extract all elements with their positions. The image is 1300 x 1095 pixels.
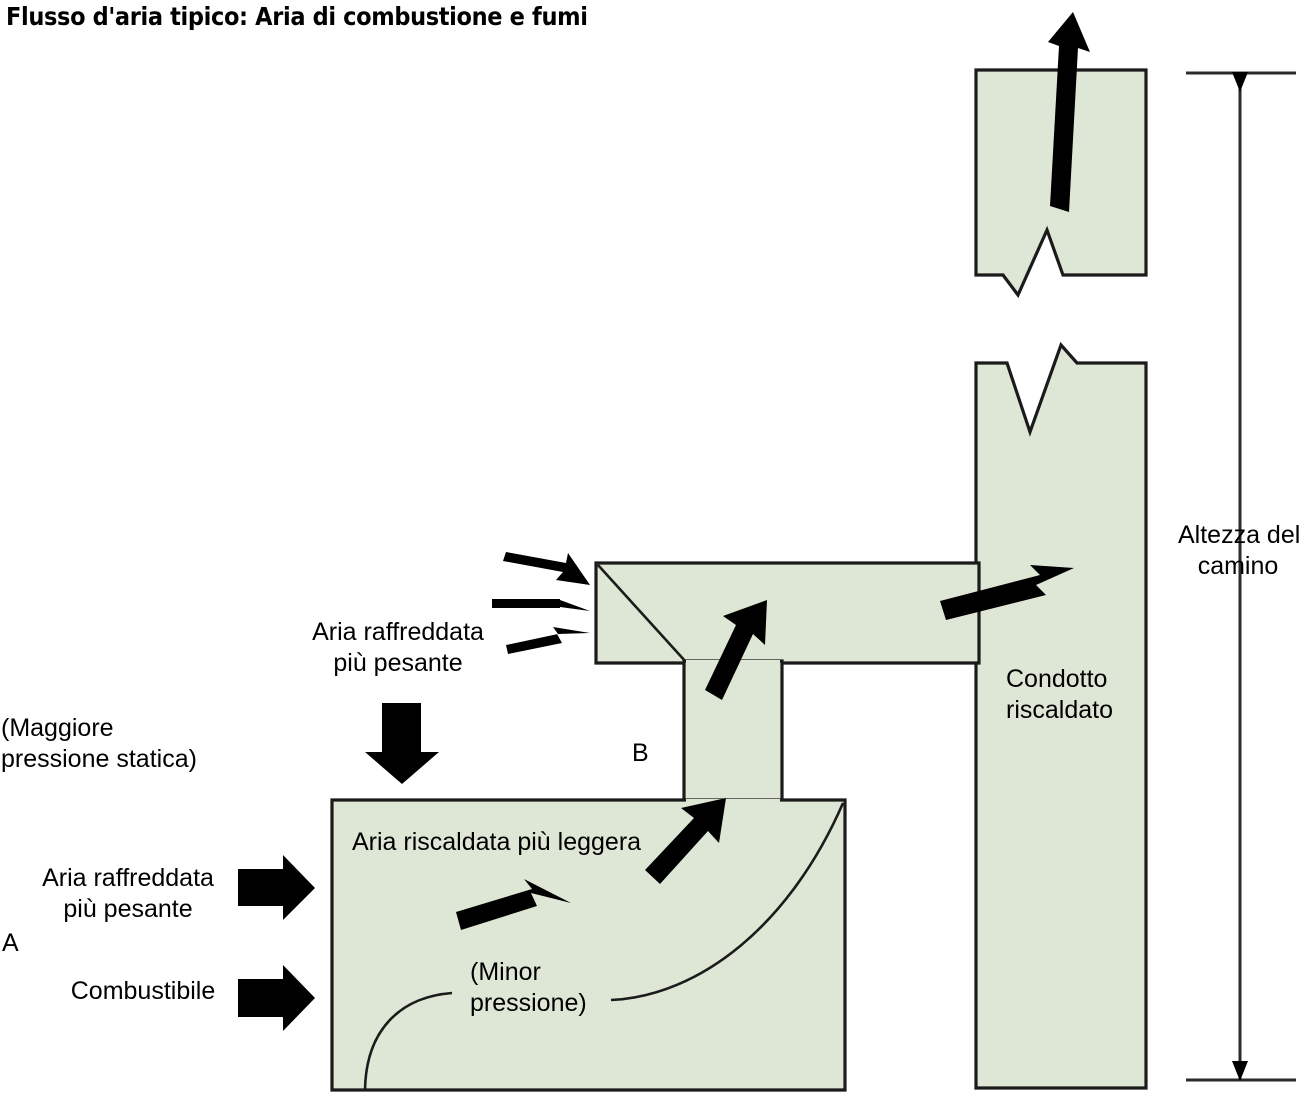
cooled-air-inlet-arrow-middle — [492, 599, 590, 611]
label-heated-duct: Condotto riscaldato — [1006, 665, 1113, 724]
label-fuel: Combustibile — [70, 977, 216, 1005]
dimension-arrowhead-bottom — [1232, 1061, 1248, 1081]
cooled-air-downdraft-arrow — [365, 703, 439, 784]
label-higher-static-pressure: (Maggiore pressione statica) — [1, 714, 197, 773]
riser-flow-arrow — [705, 600, 767, 700]
label-heated-air: Aria riscaldata più leggera — [352, 828, 642, 856]
exhaust-flow-arrow-up — [1048, 12, 1090, 212]
page-title: Flusso d'aria tipico: Aria di combustion… — [6, 2, 588, 31]
furnace-internal-flow-arrow — [456, 879, 571, 930]
label-cooled-air-top: Aria raffreddata più pesante — [312, 618, 484, 677]
label-marker-b: B — [632, 739, 649, 767]
horizontal-duct — [594, 561, 981, 665]
fuel-intake-arrow — [238, 965, 315, 1031]
burner-flame-curve-upper — [610, 802, 845, 1002]
vertical-riser-duct — [682, 659, 784, 804]
burner-flame-curve — [363, 991, 453, 1091]
furnace-chamber — [330, 798, 847, 1092]
label-cooled-air-left: Aria raffreddata più pesante — [42, 864, 214, 923]
label-marker-a: A — [2, 929, 19, 957]
cooled-air-intake-arrow — [238, 855, 315, 920]
chimney-lower-section — [974, 341, 1148, 1090]
cooled-air-inlet-arrow-upper — [503, 552, 590, 585]
duct-transition-line — [597, 564, 687, 663]
label-chimney-height: Altezza del camino — [1178, 521, 1300, 580]
furnace-to-riser-flow-arrow — [645, 798, 726, 884]
dimension-arrowhead-top — [1232, 72, 1248, 92]
cooled-air-inlet-arrow-lower — [506, 627, 590, 654]
label-lower-pressure: (Minor pressione) — [470, 958, 587, 1017]
duct-to-stack-flow-arrow — [940, 565, 1074, 620]
